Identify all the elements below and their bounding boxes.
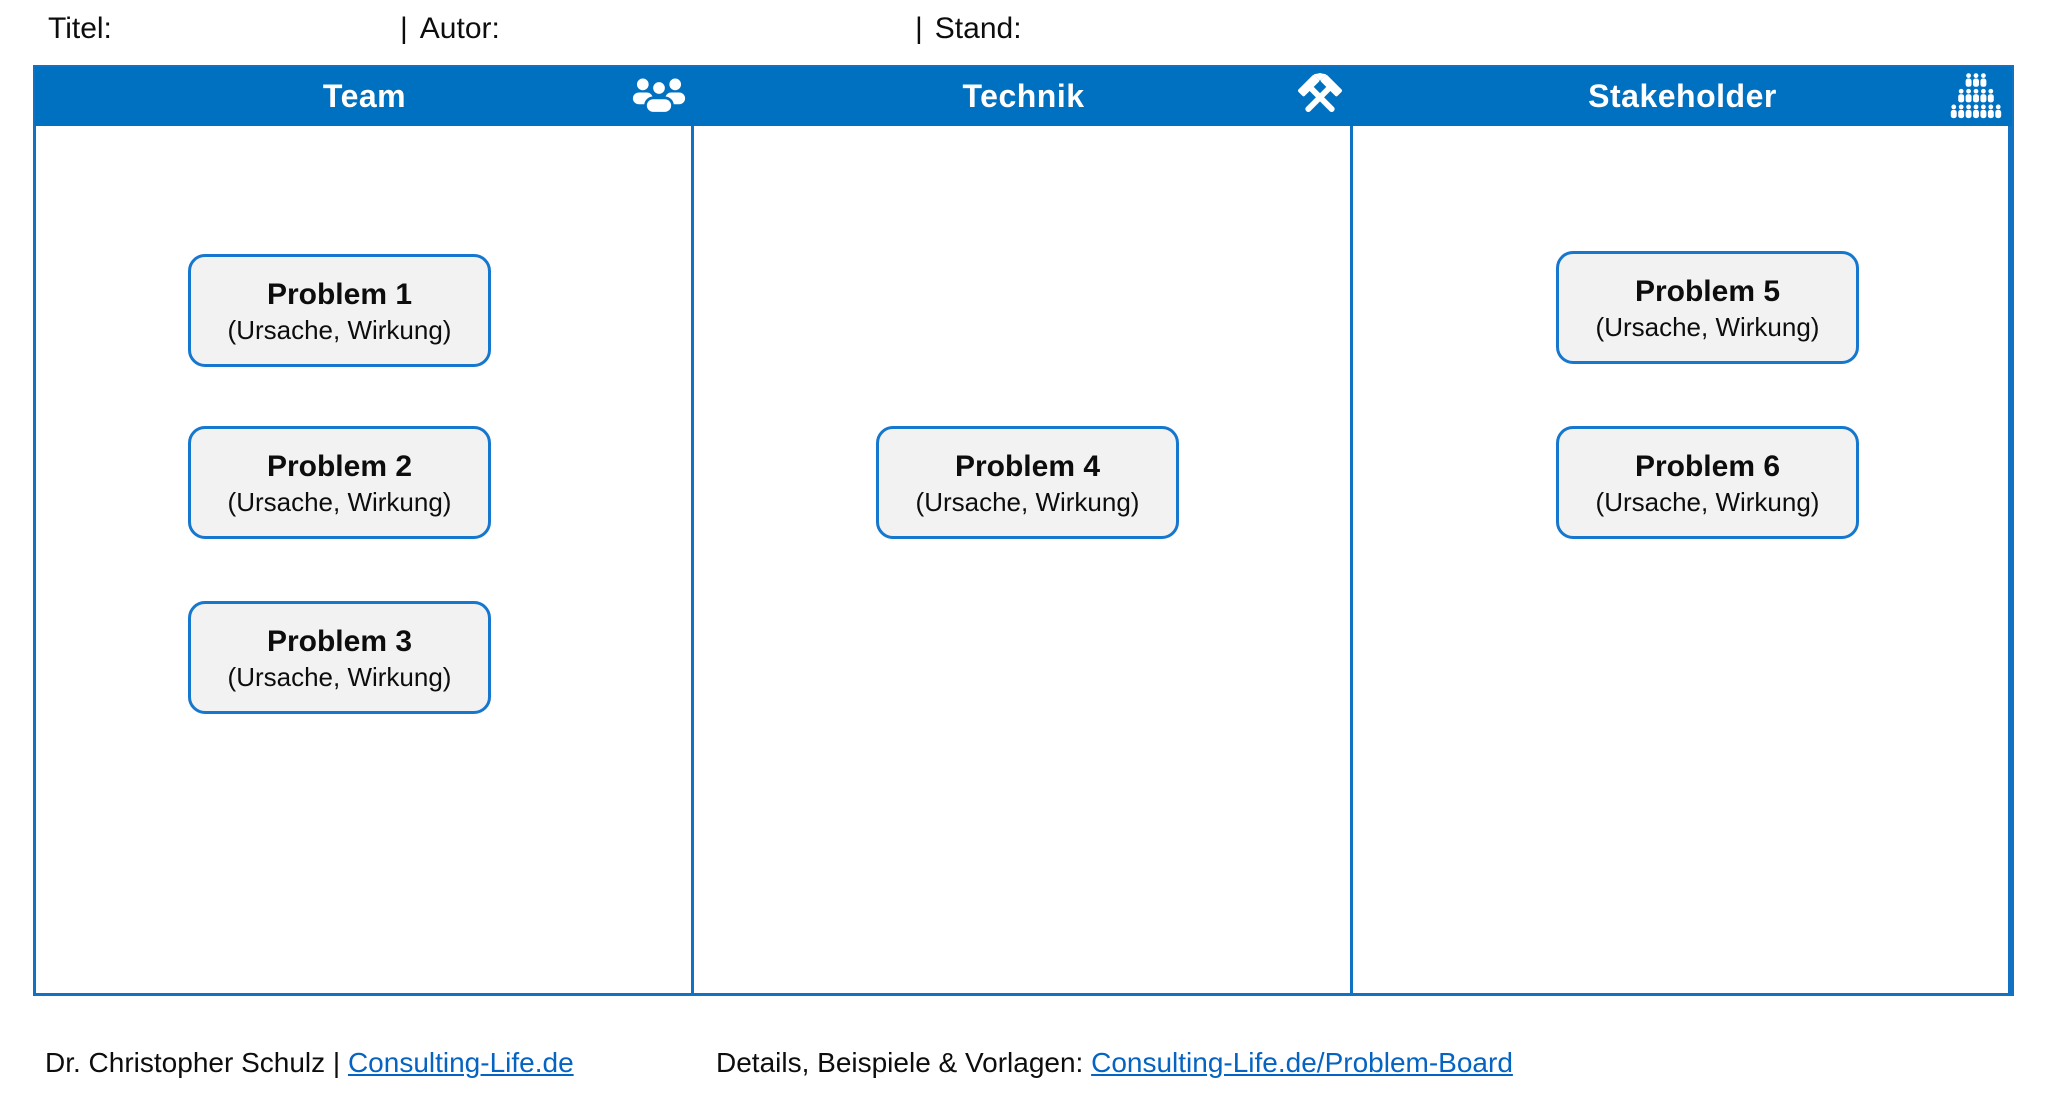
footer-author: Dr. Christopher Schulz | Consulting-Life… [45, 1047, 574, 1079]
author-label: Autor: [419, 12, 500, 45]
footer-details-label: Details, Beispiele & Vorlagen: [716, 1047, 1084, 1078]
problem-card-subtitle: (Ursache, Wirkung) [1595, 311, 1820, 342]
crossed-hammers-icon [1295, 72, 1345, 122]
problem-card-subtitle: (Ursache, Wirkung) [915, 486, 1140, 517]
problem-card-4[interactable]: Problem 4 (Ursache, Wirkung) [876, 426, 1179, 539]
column-stakeholder [1353, 126, 2011, 995]
problem-card-subtitle: (Ursache, Wirkung) [227, 314, 452, 345]
stand-label: Stand: [934, 12, 1022, 45]
problem-card-title: Problem 6 [1634, 449, 1781, 483]
column-team [36, 126, 695, 995]
separator: | [915, 12, 923, 45]
problem-card-subtitle: (Ursache, Wirkung) [1595, 486, 1820, 517]
separator: | [332, 1047, 341, 1078]
problem-card-title: Problem 1 [266, 277, 413, 311]
column-title: Team [322, 78, 407, 114]
column-header-team: Team [35, 67, 694, 126]
problem-board: Team Technik [33, 65, 2014, 996]
problem-card-2[interactable]: Problem 2 (Ursache, Wirkung) [188, 426, 491, 539]
board-body: Problem 1 (Ursache, Wirkung) Problem 2 (… [36, 126, 2011, 995]
column-title: Stakeholder [1588, 78, 1777, 114]
title-label: Titel: [48, 12, 112, 45]
footer-author-text: Dr. Christopher Schulz [45, 1047, 326, 1078]
column-title: Technik [962, 78, 1085, 114]
problem-card-title: Problem 4 [954, 449, 1101, 483]
column-header-technik: Technik [694, 67, 1353, 126]
problem-card-5[interactable]: Problem 5 (Ursache, Wirkung) [1556, 251, 1859, 364]
problem-card-subtitle: (Ursache, Wirkung) [227, 661, 452, 692]
footer-author-link[interactable]: Consulting-Life.de [347, 1047, 574, 1078]
problem-card-6[interactable]: Problem 6 (Ursache, Wirkung) [1556, 426, 1859, 539]
footer-details-link[interactable]: Consulting-Life.de/Problem-Board [1091, 1047, 1513, 1078]
footer-details: Details, Beispiele & Vorlagen: Consultin… [716, 1047, 1513, 1079]
problem-card-title: Problem 3 [266, 624, 413, 658]
problem-card-3[interactable]: Problem 3 (Ursache, Wirkung) [188, 601, 491, 714]
stand-field-label: | Stand: [915, 12, 1022, 46]
board-header: Team Technik [35, 67, 2012, 126]
meta-row: Titel: | Autor: | Stand: [0, 12, 2048, 54]
crowd-pyramid-icon [1948, 72, 2004, 121]
author-field-label: | Autor: [400, 12, 500, 46]
team-group-icon [632, 76, 686, 118]
separator: | [400, 12, 408, 45]
problem-card-title: Problem 2 [266, 449, 413, 483]
problem-card-title: Problem 5 [1634, 274, 1781, 308]
title-field-label: Titel: [48, 12, 112, 46]
column-header-stakeholder: Stakeholder [1353, 67, 2012, 126]
problem-card-1[interactable]: Problem 1 (Ursache, Wirkung) [188, 254, 491, 367]
problem-card-subtitle: (Ursache, Wirkung) [227, 486, 452, 517]
column-technik [694, 126, 1353, 995]
